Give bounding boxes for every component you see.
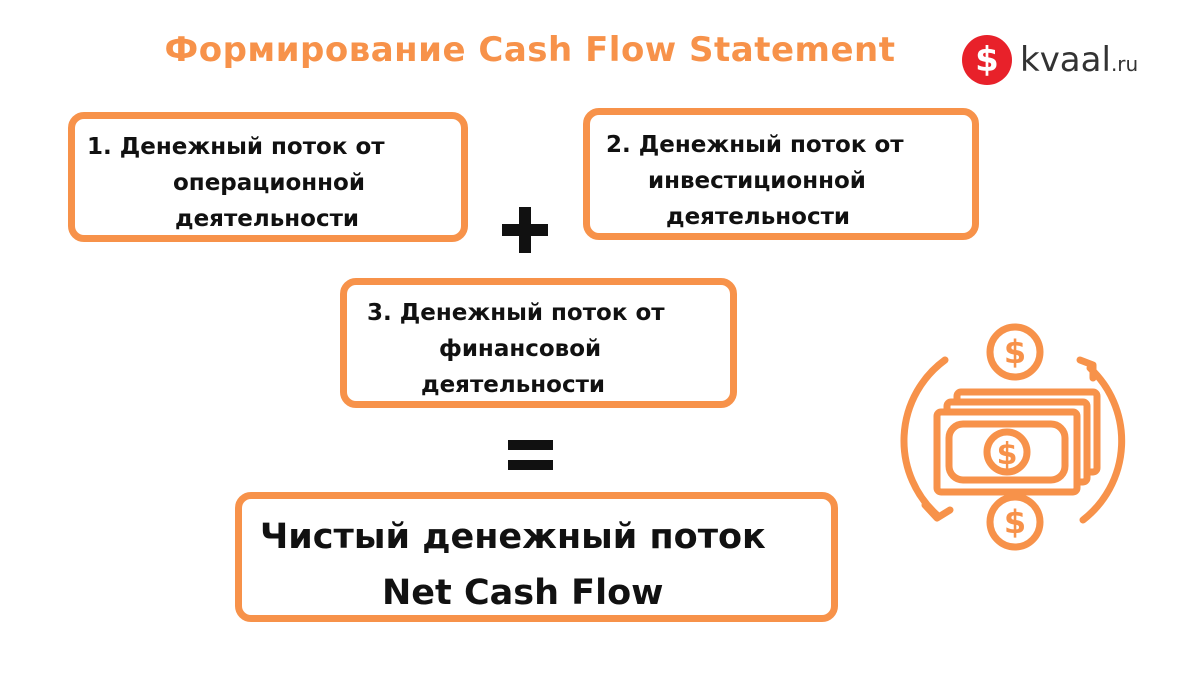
money-cycle-icon: $ $ $	[900, 323, 1126, 551]
box-line: Net Cash Flow	[382, 573, 664, 613]
coin-bottom-symbol: $	[1004, 503, 1026, 541]
net-cash-flow-box: Чистый денежный поток Net Cash Flow	[235, 492, 838, 622]
box-line: 1. Денежный поток от	[87, 134, 385, 160]
bill-symbol: $	[997, 437, 1018, 472]
equals-icon	[508, 440, 553, 470]
box-line: операционной	[173, 170, 365, 196]
logo-name: kvaal.ru	[1020, 40, 1139, 80]
box-line: деятельности	[175, 206, 360, 232]
operating-cash-flow-box: 1. Денежный поток от операционной деятел…	[68, 112, 468, 242]
financing-cash-flow-box: 3. Денежный поток от финансовой деятельн…	[340, 278, 737, 408]
investing-cash-flow-box: 2. Денежный поток от инвестиционной деят…	[583, 108, 979, 240]
box-line: Чистый денежный поток	[260, 517, 766, 557]
box-line: 3. Денежный поток от	[367, 300, 665, 326]
coin-top-symbol: $	[1004, 333, 1026, 371]
box-line: инвестиционной	[648, 168, 866, 194]
dollar-logo-icon: $	[962, 35, 1012, 85]
plus-icon	[502, 207, 548, 253]
diagram-title: Формирование Cash Flow Statement	[164, 30, 896, 70]
box-line: деятельности	[666, 204, 851, 230]
kvaal-logo[interactable]: $ kvaal.ru	[962, 34, 1138, 86]
box-line: деятельности	[421, 372, 606, 398]
box-line: 2. Денежный поток от	[606, 132, 904, 158]
box-line: финансовой	[439, 336, 602, 362]
